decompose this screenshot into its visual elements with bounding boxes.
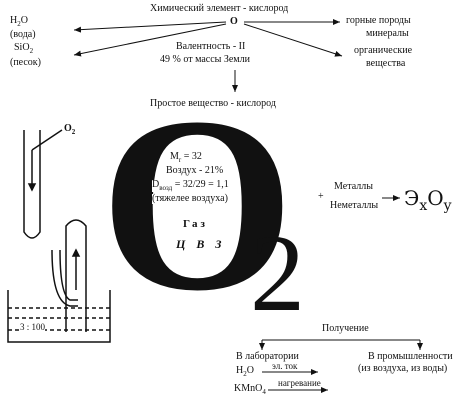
sand-name: (песок) (10, 57, 41, 68)
simple-substance-label: Простое вещество - кислород (150, 98, 276, 109)
density: Dвозд = 32/29 = 1,1 (152, 179, 229, 192)
element-title: Химический элемент - кислород (150, 3, 289, 14)
arrow-to-organic (243, 23, 343, 57)
obtain-title: Получение (322, 323, 369, 334)
air-share: Воздух - 21% (166, 165, 224, 176)
metals-label: Металлы (334, 181, 373, 192)
water-formula: H2O (10, 15, 28, 28)
tube-label: O2 (64, 123, 76, 136)
test-tube-left (23, 129, 63, 239)
lab-eq2-condition: нагревание (278, 378, 321, 388)
industry-line1: В промышленности (368, 351, 453, 362)
rocks-line1: горные породы (346, 15, 411, 26)
water-name: (вода) (10, 29, 36, 40)
rocks-line2: минералы (366, 28, 409, 39)
lab-eq1-condition: эл. ток (272, 361, 298, 371)
big-oxygen-index: 2 (250, 212, 305, 334)
molar-mass: Mr = 32 (170, 151, 202, 164)
sand-formula: SiO2 (14, 42, 34, 55)
ratio-label: 3 : 100 (20, 322, 46, 332)
organic-line1: органические (354, 45, 413, 56)
lab-eq1-left: H2O (236, 365, 254, 378)
valence-label: Валентность - II (176, 41, 246, 52)
no-color-smell-taste: Ц В З (176, 237, 226, 251)
plus-sign: + (318, 191, 324, 202)
center-symbol: O (230, 16, 238, 27)
heavier-than-air: (тяжелее воздуха) (152, 193, 228, 204)
gas-label: Газ (183, 218, 208, 230)
lab-label: В лаборатории (236, 351, 299, 362)
obtain-bracket (259, 339, 423, 350)
organic-line2: вещества (366, 58, 406, 69)
mass-share-label: 49 % от массы Земли (160, 54, 250, 65)
big-oxygen-symbol: O (100, 66, 295, 343)
water-trough (7, 290, 111, 343)
collection-cylinder (65, 219, 87, 332)
lab-eq2-left: KMnO4 (234, 383, 266, 396)
industry-line2: (из воздуха, из воды) (358, 363, 448, 374)
arrow-to-water (73, 21, 227, 33)
oxide-formula: ЭxOy (404, 186, 452, 214)
delivery-tube (59, 249, 78, 301)
arrow-to-sand (73, 23, 227, 57)
nonmetals-label: Неметаллы (330, 200, 379, 211)
